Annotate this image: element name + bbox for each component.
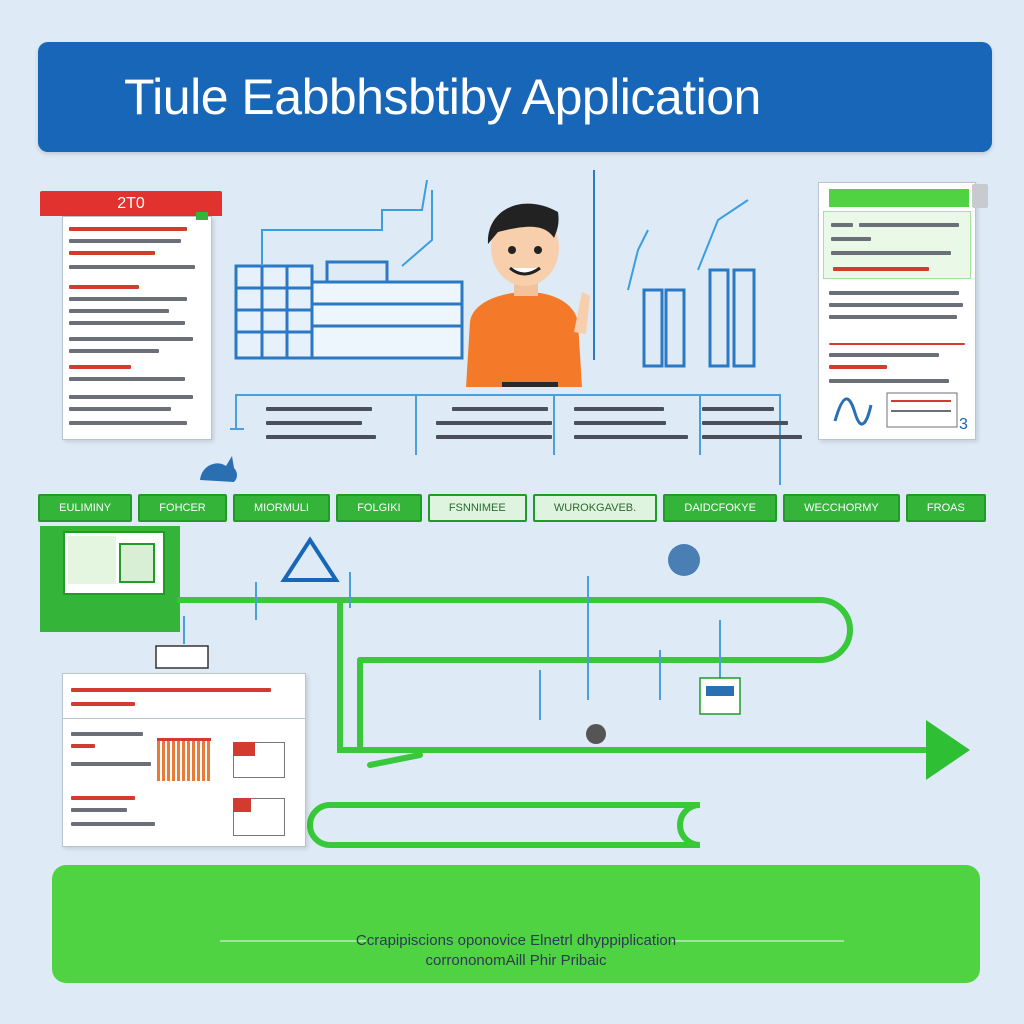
caption-block-3 xyxy=(574,407,694,457)
left-doc-tab: 2T0 xyxy=(40,191,222,216)
footer-caption-line-1: Ccrapipiscions oponovice Elnetrl dhyppip… xyxy=(355,932,677,949)
step-tab-3[interactable]: MIORMULI xyxy=(232,494,331,522)
footer-caption-line-2: corrononomAill Phir Pribaic xyxy=(425,952,607,969)
bracket-connector xyxy=(230,394,781,485)
mini-chart-icon: 3 xyxy=(833,392,968,433)
step-tab-2[interactable]: FOHCER xyxy=(138,494,227,522)
step-tab-6[interactable]: WUROKGAVEB. xyxy=(532,494,658,522)
left-document-card xyxy=(62,216,212,440)
caption-block-4 xyxy=(702,407,812,457)
left-doc-tab-label: 2T0 xyxy=(117,194,145,212)
step-tab-4[interactable]: FOLGIKI xyxy=(336,494,422,522)
flow-diagram xyxy=(40,526,970,848)
page-title: Tiule Eabbhsbtiby Application xyxy=(124,69,761,125)
step-tab-8[interactable]: WECCHORMY xyxy=(783,494,900,522)
caption-block-2 xyxy=(436,407,556,457)
person-illustration xyxy=(466,203,590,387)
process-steps-row: EULIMINY FOHCER MIORMULI FOLGIKI FSNNIME… xyxy=(38,494,986,522)
arrow-right-icon xyxy=(926,720,970,780)
cat-icon xyxy=(200,456,237,482)
green-corner-tab xyxy=(196,212,208,220)
right-document-card: 3 xyxy=(818,182,976,440)
step-tab-1[interactable]: EULIMINY xyxy=(38,494,133,522)
step-tab-7[interactable]: DAIDCFOKYE xyxy=(663,494,778,522)
bottom-left-document-card xyxy=(62,673,306,847)
building-icon xyxy=(234,179,464,360)
step-tab-9[interactable]: FROAS xyxy=(905,494,986,522)
triangle-icon xyxy=(280,536,340,582)
bar-chart-icon xyxy=(593,170,756,368)
title-banner: Tiule Eabbhsbtiby Application xyxy=(38,42,992,152)
caption-block-1 xyxy=(266,407,406,457)
step-tab-5[interactable]: FSNNIMEE xyxy=(427,494,527,522)
right-doc-scroll-tab xyxy=(972,184,988,208)
footer-panel xyxy=(52,865,980,983)
svg-text:3: 3 xyxy=(959,416,968,433)
